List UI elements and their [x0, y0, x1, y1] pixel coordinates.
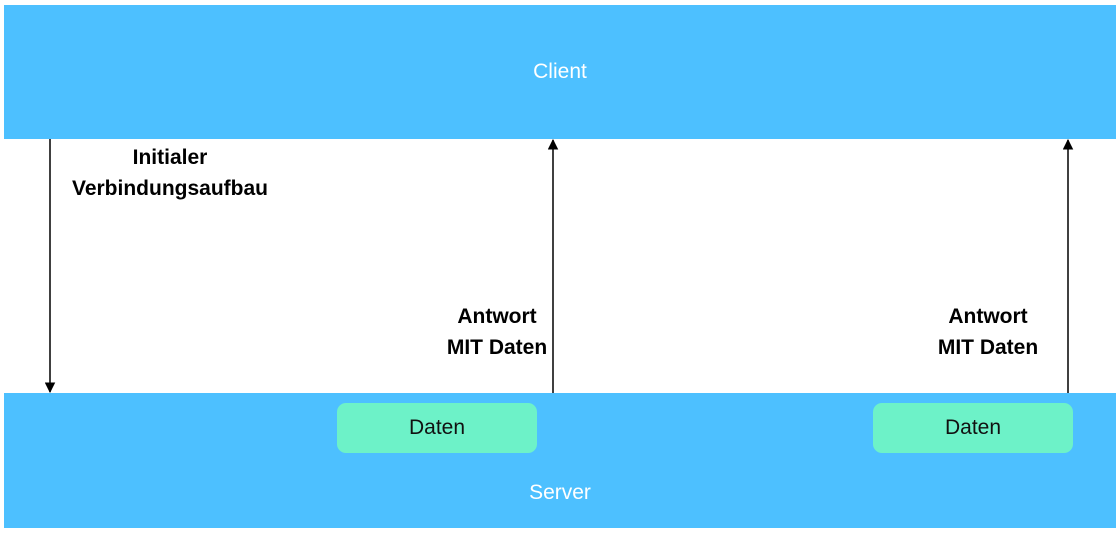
answer-label-2: Antwort MIT Daten [921, 301, 1055, 363]
answer-label-2-line2: MIT Daten [937, 336, 1039, 359]
data-box-1: Daten [337, 403, 537, 453]
answer-label-2-line1: Antwort [948, 305, 1028, 328]
server-label: Server [529, 481, 591, 504]
initial-connection-label-line1: Initialer [132, 146, 208, 169]
initial-connection-label: Initialer Verbindungsaufbau [58, 142, 282, 204]
server-band: Daten Daten Server [4, 393, 1116, 528]
data-box-2: Daten [873, 403, 1073, 453]
answer-label-1: Antwort MIT Daten [430, 301, 564, 363]
client-label: Client [533, 60, 587, 83]
answer-label-1-line2: MIT Daten [446, 336, 548, 359]
client-band: Client [4, 5, 1116, 139]
answer-label-1-line1: Antwort [457, 305, 537, 328]
initial-connection-label-line2: Verbindungsaufbau [71, 177, 268, 200]
